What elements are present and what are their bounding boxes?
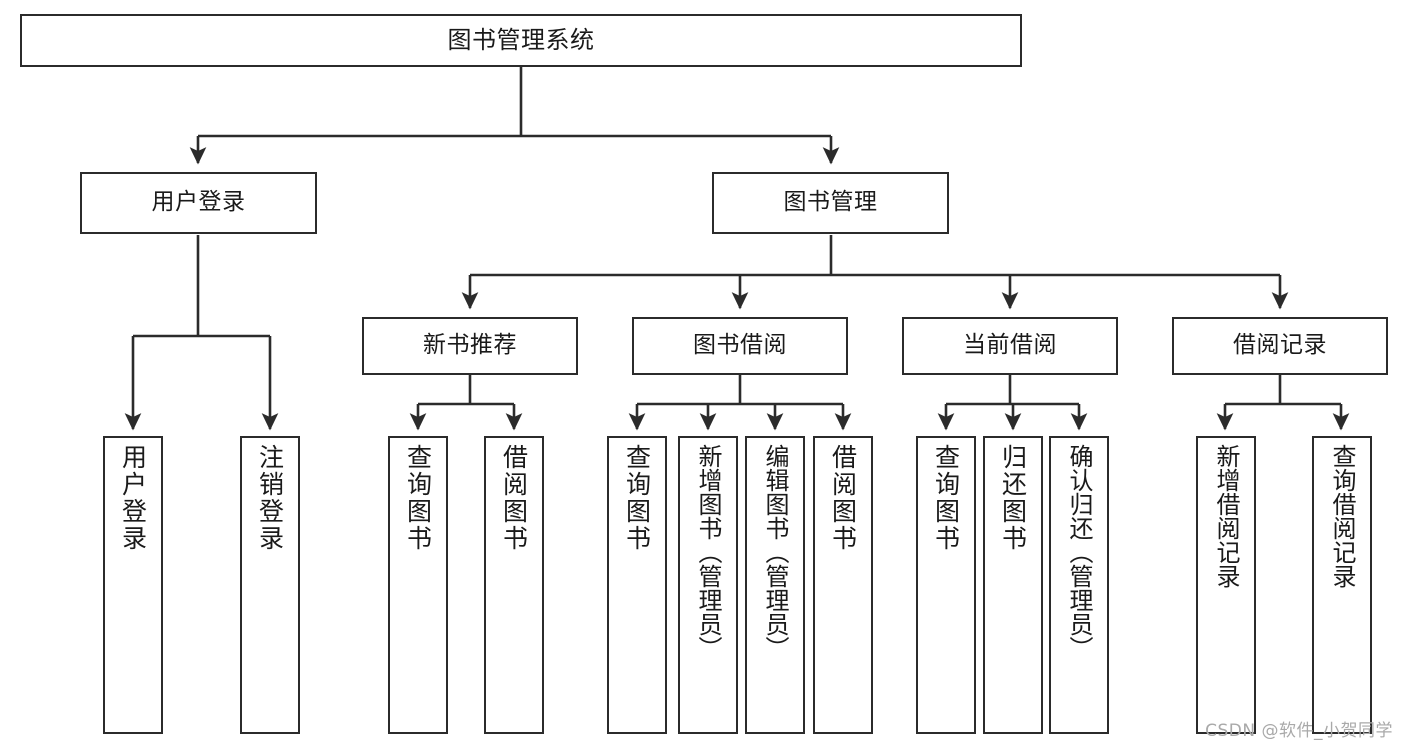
node-label: 用户登录 bbox=[151, 189, 246, 216]
node-label: 图书管理系统 bbox=[447, 26, 595, 55]
node-label: 查询借阅记录 bbox=[1328, 444, 1356, 588]
node-leaf-confirm-return-admin[interactable]: 确认归还（管理员） bbox=[1049, 436, 1109, 734]
node-label: 新增图书（管理员） bbox=[694, 444, 722, 660]
node-label: 编辑图书（管理员） bbox=[761, 444, 789, 660]
node-label: 新书推荐 bbox=[423, 332, 517, 359]
node-leaf-return-book[interactable]: 归还图书 bbox=[983, 436, 1043, 734]
node-leaf-add-book-admin[interactable]: 新增图书（管理员） bbox=[678, 436, 738, 734]
node-book-borrow[interactable]: 图书借阅 bbox=[632, 317, 848, 375]
node-label: 归还图书 bbox=[998, 444, 1028, 552]
node-leaf-query-book-borrow[interactable]: 查询图书 bbox=[607, 436, 667, 734]
node-root-system[interactable]: 图书管理系统 bbox=[20, 14, 1022, 67]
node-leaf-edit-book-admin[interactable]: 编辑图书（管理员） bbox=[745, 436, 805, 734]
node-label: 借阅图书 bbox=[499, 444, 529, 552]
node-leaf-borrow-book[interactable]: 借阅图书 bbox=[813, 436, 873, 734]
node-leaf-borrow-book-recommend[interactable]: 借阅图书 bbox=[484, 436, 544, 734]
node-borrow-record[interactable]: 借阅记录 bbox=[1172, 317, 1388, 375]
node-leaf-user-login[interactable]: 用户登录 bbox=[103, 436, 163, 734]
node-label: 借阅记录 bbox=[1233, 332, 1327, 359]
node-label: 新增借阅记录 bbox=[1212, 444, 1240, 588]
node-label: 查询图书 bbox=[403, 444, 433, 552]
node-leaf-query-borrow-record[interactable]: 查询借阅记录 bbox=[1312, 436, 1372, 734]
node-label: 查询图书 bbox=[931, 444, 961, 552]
node-leaf-query-book-recommend[interactable]: 查询图书 bbox=[388, 436, 448, 734]
node-label: 用户登录 bbox=[118, 444, 148, 552]
node-book-management[interactable]: 图书管理 bbox=[712, 172, 949, 234]
csdn-watermark: CSDN @软件_小贺同学 bbox=[1205, 721, 1393, 741]
node-label: 查询图书 bbox=[622, 444, 652, 552]
node-label: 图书借阅 bbox=[693, 332, 787, 359]
node-leaf-logout[interactable]: 注销登录 bbox=[240, 436, 300, 734]
node-label: 当前借阅 bbox=[963, 332, 1057, 359]
node-label: 借阅图书 bbox=[828, 444, 858, 552]
node-label: 注销登录 bbox=[255, 444, 285, 552]
node-label: 确认归还（管理员） bbox=[1065, 444, 1093, 660]
node-label: 图书管理 bbox=[783, 189, 878, 216]
node-new-book-recommend[interactable]: 新书推荐 bbox=[362, 317, 578, 375]
node-current-borrow[interactable]: 当前借阅 bbox=[902, 317, 1118, 375]
node-leaf-query-book-current[interactable]: 查询图书 bbox=[916, 436, 976, 734]
node-leaf-add-borrow-record[interactable]: 新增借阅记录 bbox=[1196, 436, 1256, 734]
node-user-login[interactable]: 用户登录 bbox=[80, 172, 317, 234]
